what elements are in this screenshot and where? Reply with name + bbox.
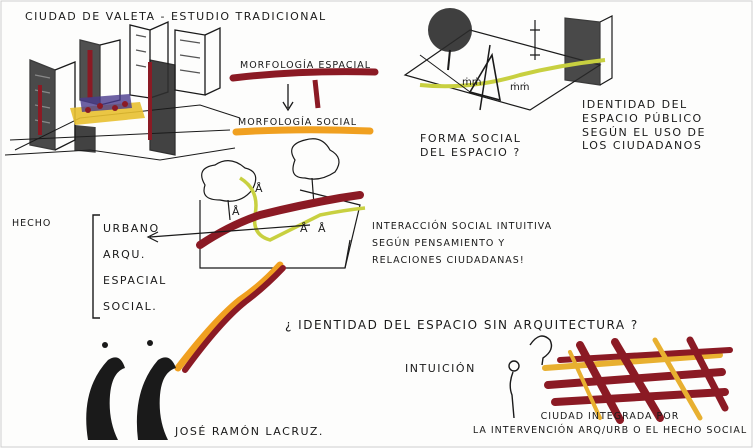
forma-social-line-2: del espacio ? — [420, 146, 570, 160]
hecho-bracket — [93, 215, 100, 318]
hecho-label: Hecho — [12, 218, 51, 230]
ciudad-integrada-line-2: la intervención arq/urb o el hecho socia… — [470, 424, 750, 438]
identidad-publico-line-4: los ciudadanos — [582, 139, 747, 153]
sketch-title: Ciudad de Valeta - Estudio Tradicional — [25, 10, 327, 24]
morphology-bottom-label: Morfología social — [238, 117, 357, 129]
intuicion-label: Intuición — [405, 362, 476, 376]
svg-text:Å: Å — [300, 222, 308, 235]
hecho-item: Social. — [103, 294, 183, 320]
hecho-item: Arqu. — [103, 242, 183, 268]
hecho-item: Urbano — [103, 216, 183, 242]
morphology-top-label: Morfología espacial — [240, 60, 371, 72]
identidad-publico-line-1: Identidad del — [582, 98, 747, 112]
identidad-question: ¿ Identidad del espacio sin arquitectura… — [285, 318, 639, 333]
interaccion-line-2: según pensamiento y — [372, 235, 582, 252]
signature: José Ramón Lacruz. — [175, 425, 324, 439]
hecho-list: Urbano Arqu. Espacial Social. — [103, 216, 183, 320]
diagonal-stroke — [178, 265, 283, 370]
svg-text:ṁṁ: ṁṁ — [462, 77, 481, 88]
forma-social-line-1: Forma social — [420, 132, 570, 146]
svg-text:ṁṁ: ṁṁ — [510, 82, 529, 93]
svg-text:Å: Å — [255, 182, 263, 195]
interaccion-line-3: relaciones ciudadanas! — [372, 252, 582, 269]
hecho-item: Espacial — [103, 268, 183, 294]
identidad-publico-text: Identidad del espacio público según el u… — [582, 98, 747, 153]
interaccion-text: Interacción social intuitiva según pensa… — [372, 218, 582, 269]
city-sketch-illustration — [5, 22, 240, 160]
forma-social-text: Forma social del espacio ? — [420, 132, 570, 160]
arch-figures — [86, 340, 176, 440]
question-figure — [509, 336, 551, 418]
public-space-sketch: ṁṁ ṁṁ — [405, 8, 612, 110]
identidad-publico-line-3: según el uso de — [582, 126, 747, 140]
interaccion-line-1: Interacción social intuitiva — [372, 218, 582, 235]
svg-text:Å: Å — [232, 205, 240, 218]
identidad-publico-line-2: espacio público — [582, 112, 747, 126]
ciudad-integrada-text: Ciudad integrada por la intervención arq… — [470, 410, 750, 438]
city-grid-illustration — [545, 340, 730, 420]
ciudad-integrada-line-1: Ciudad integrada por — [470, 410, 750, 424]
svg-text:Å: Å — [318, 222, 326, 235]
